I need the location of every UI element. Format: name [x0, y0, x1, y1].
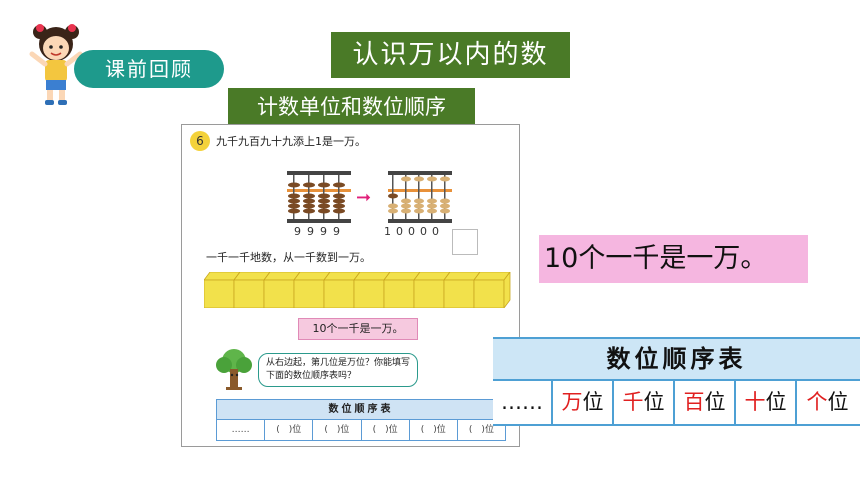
- girl-mascot-icon: [29, 24, 83, 105]
- place-char: 百: [683, 390, 705, 414]
- place-char: 十: [744, 390, 766, 414]
- mini-table-cell: ( )位: [410, 420, 458, 440]
- mini-order-table: 数位顺序表 …… ( )位 ( )位 ( )位 ( )位 ( )位: [216, 399, 506, 441]
- abacus-icon: [287, 171, 351, 223]
- place-value-table: 数位顺序表 …… 万位 千位 百位 十位 个位: [493, 337, 860, 426]
- review-badge: 课前回顾: [74, 50, 224, 88]
- place-suffix: 位: [827, 390, 849, 414]
- place-value-row: …… 万位 千位 百位 十位 个位: [493, 381, 860, 426]
- arrow-right-icon: ➞: [356, 187, 372, 208]
- textbook-panel: 6 九千九百九十九添上1是一万。 ➞: [181, 124, 520, 447]
- place-cell-shi: 十位: [736, 381, 797, 424]
- count-text: 一千一千地数，从一千数到一万。: [206, 251, 371, 264]
- place-cell-wan: 万位: [553, 381, 614, 424]
- place-char: 个: [806, 390, 828, 414]
- tree-character-icon: [216, 349, 252, 390]
- exercise-text: 九千九百九十九添上1是一万。: [216, 135, 366, 148]
- mini-table-cell: ( )位: [265, 420, 314, 440]
- place-suffix: 位: [643, 390, 665, 414]
- place-char: 万: [561, 390, 583, 414]
- exercise-number-badge: 6: [190, 131, 210, 151]
- place-cell-ge: 个位: [797, 381, 858, 424]
- place-char: 千: [622, 390, 644, 414]
- mini-table-title: 数位顺序表: [217, 400, 505, 420]
- answer-box: [452, 229, 478, 255]
- answer-text-box: 10个一千是一万。: [539, 235, 808, 283]
- thousand-cubes-icon: [204, 272, 511, 308]
- speech-bubble: 从右边起，第几位是万位？你能填写下面的数位顺序表吗？: [258, 353, 418, 387]
- mini-table-cell: ( )位: [468, 425, 494, 435]
- place-cell-qian: 千位: [614, 381, 675, 424]
- abacus-digits-left: 9999: [294, 225, 346, 238]
- place-suffix: 位: [704, 390, 726, 414]
- place-suffix: 位: [582, 390, 604, 414]
- mini-table-cell: ( )位: [313, 420, 362, 440]
- place-value-table-title: 数位顺序表: [493, 337, 860, 381]
- mini-table-cell: ……: [217, 420, 266, 440]
- abacus-icon: [388, 171, 452, 223]
- ten-thousand-label: 10个一千是一万。: [298, 318, 418, 340]
- place-suffix: 位: [765, 390, 787, 414]
- section-subtitle: 计数单位和数位顺序: [228, 88, 475, 126]
- ellipsis-cell: ……: [493, 381, 553, 424]
- page-title: 认识万以内的数: [331, 32, 570, 78]
- place-cell-bai: 百位: [675, 381, 736, 424]
- mini-table-row: …… ( )位 ( )位 ( )位 ( )位 ( )位: [217, 420, 505, 440]
- abacus-digits-right: 10000: [384, 225, 444, 238]
- mini-table-cell: ( )位: [362, 420, 410, 440]
